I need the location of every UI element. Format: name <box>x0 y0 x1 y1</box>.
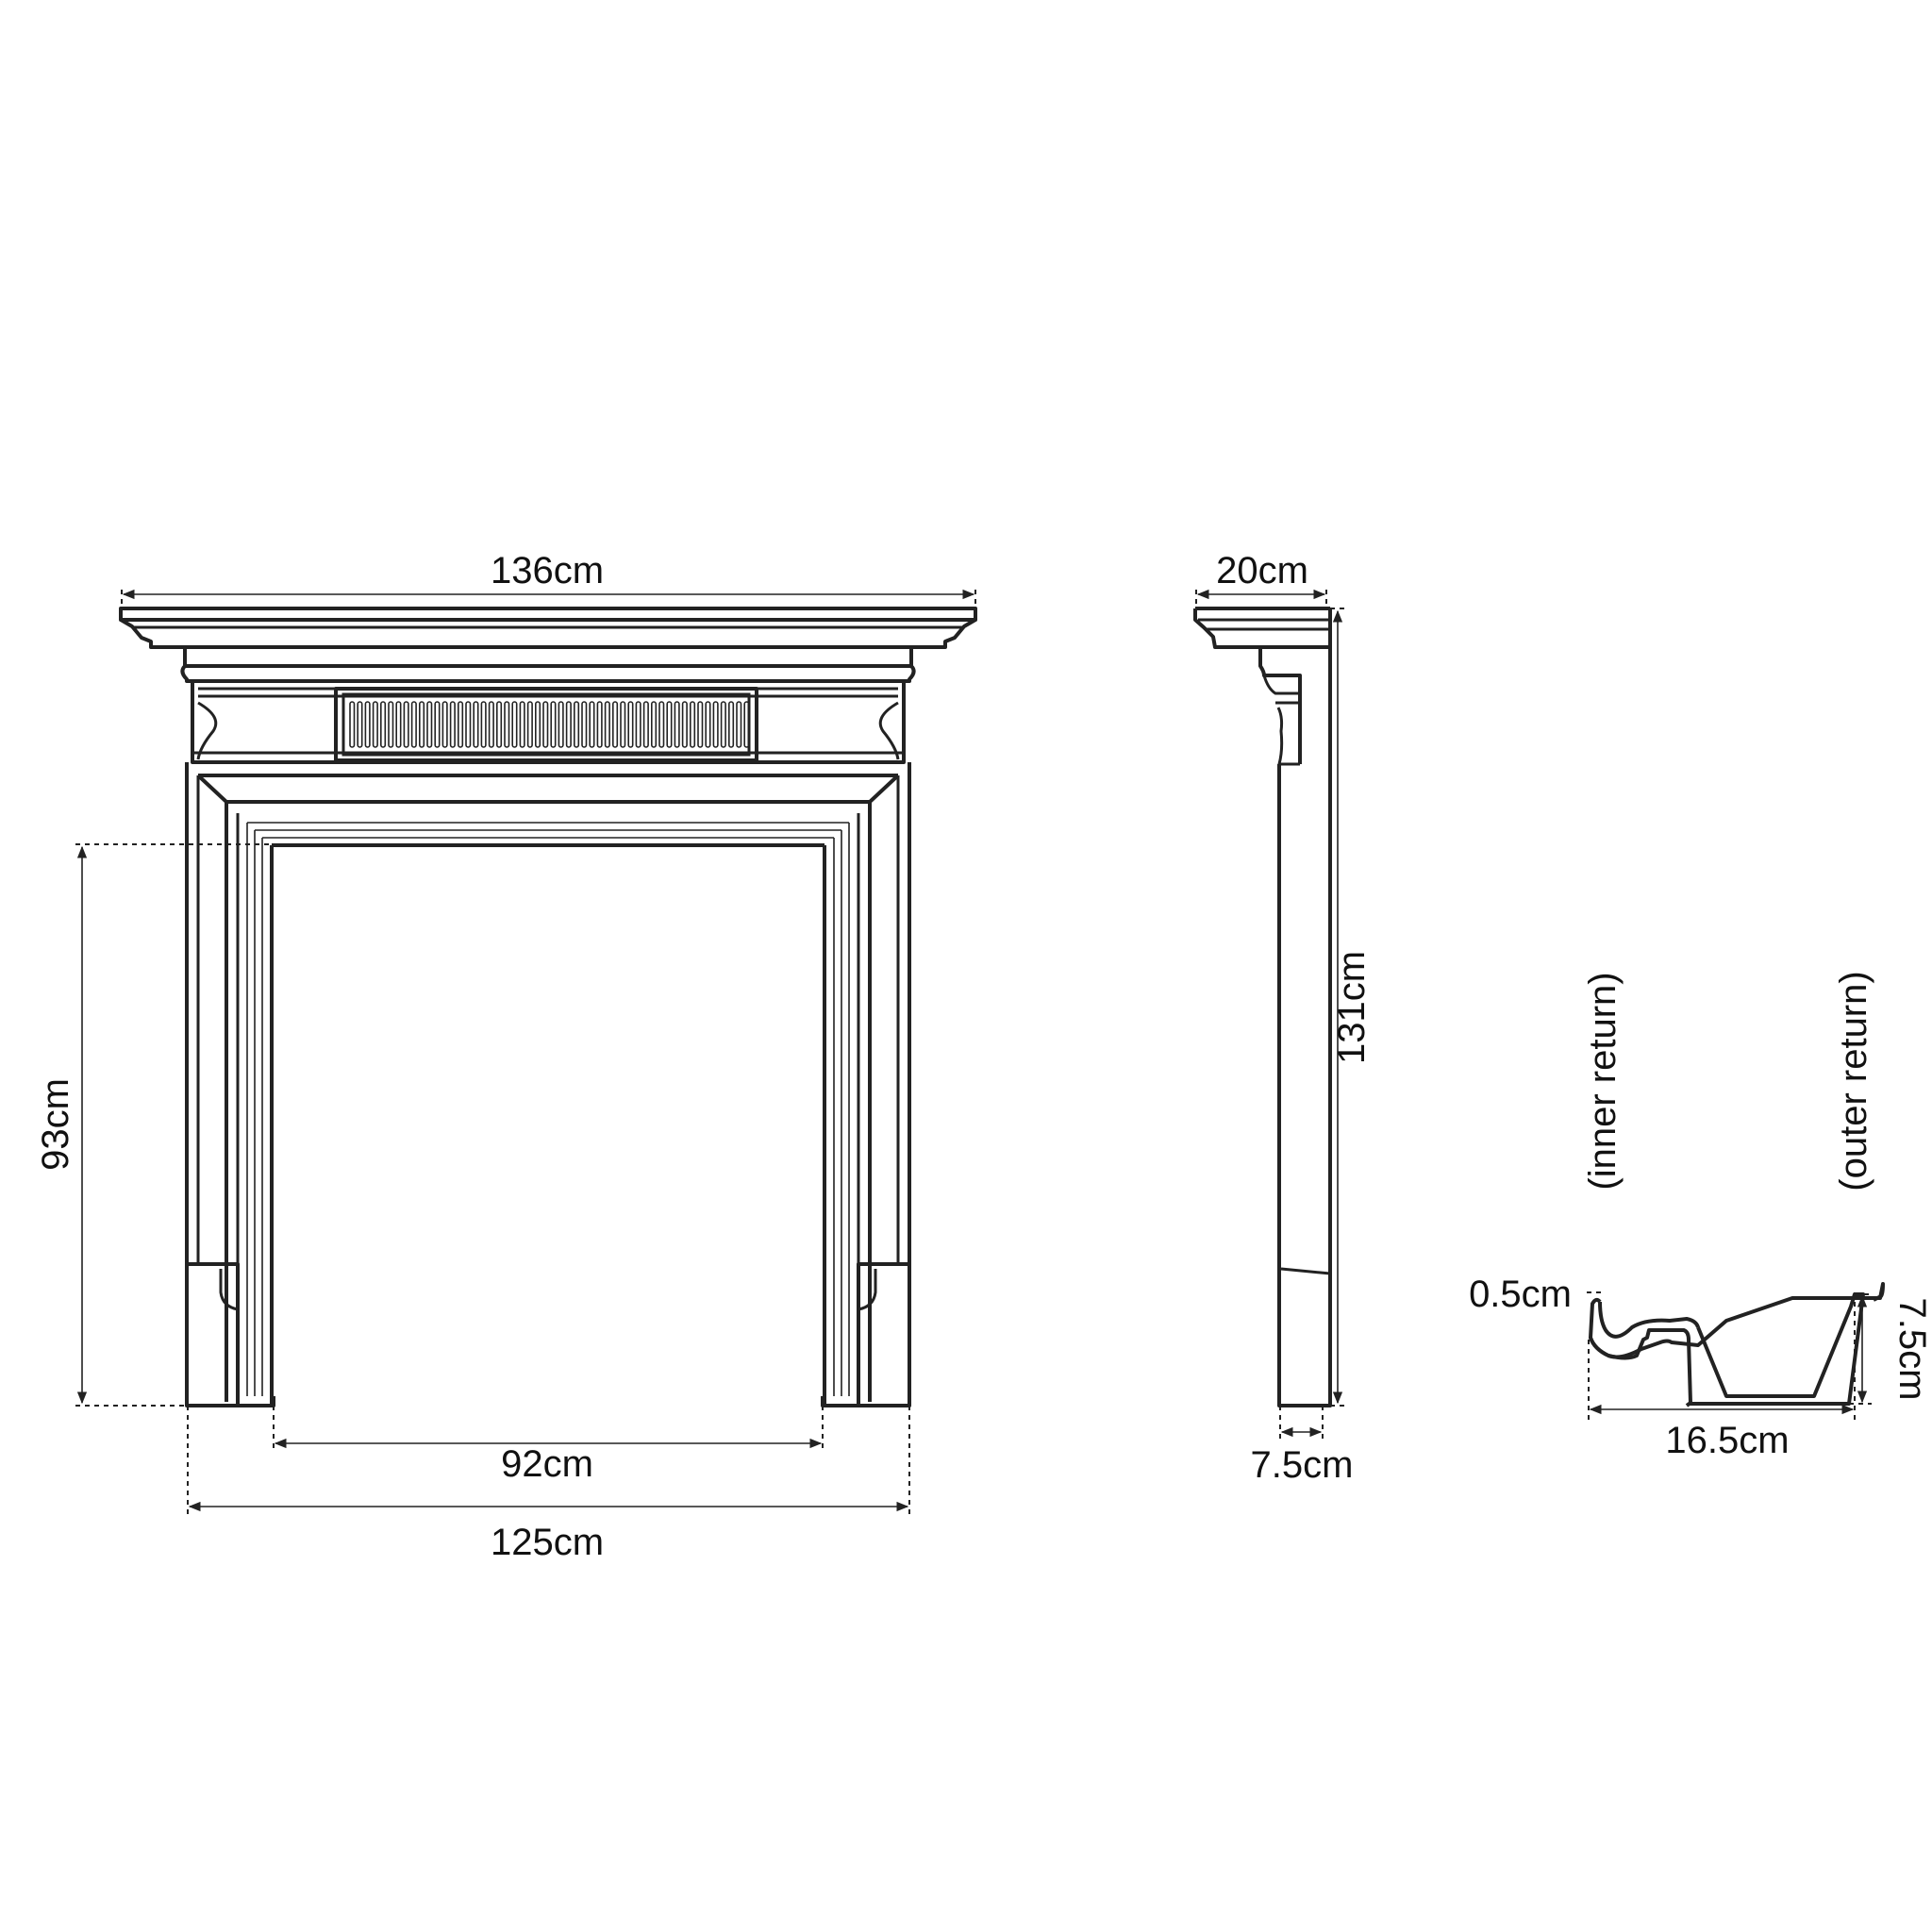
dimension-93cm: 93cm <box>35 843 272 1407</box>
label-profile-depth: 7.5cm <box>1891 1298 1932 1401</box>
label-profile-width: 16.5cm <box>1665 1420 1789 1461</box>
label-outer-return: (outer return) <box>1833 971 1874 1191</box>
dimension-7-5cm-leg: 7.5cm <box>1251 1406 1354 1486</box>
label-opening-width: 92cm <box>501 1443 593 1485</box>
dimension-7-5cm-profile: 7.5cm <box>1849 1293 1932 1405</box>
dimension-20cm: 20cm <box>1195 550 1327 608</box>
side-view <box>1193 607 1332 1407</box>
dimension-92cm: 92cm <box>273 1406 824 1485</box>
label-overall-height: 131cm <box>1331 951 1373 1064</box>
frieze <box>191 679 906 764</box>
dimension-16-5cm: 16.5cm <box>1588 1292 1856 1461</box>
label-leg-depth: 7.5cm <box>1251 1444 1354 1486</box>
dimension-131cm: 131cm <box>1330 608 1373 1407</box>
dimension-136cm: 136cm <box>121 550 976 608</box>
label-inner-return: (inner return) <box>1582 972 1624 1190</box>
surround-legs <box>185 762 911 1407</box>
label-opening-height: 93cm <box>35 1078 76 1171</box>
dimension-0-5cm: 0.5cm <box>1469 1274 1604 1315</box>
label-base-width: 125cm <box>491 1522 604 1563</box>
dimension-125cm: 125cm <box>187 1406 910 1563</box>
label-shelf-depth: 20cm <box>1216 550 1308 591</box>
fluted-panel <box>349 701 750 748</box>
profile-section: (inner return) (outer return) <box>1582 971 1885 1407</box>
front-view <box>119 607 977 1407</box>
label-lip: 0.5cm <box>1469 1274 1572 1315</box>
mantel-shelf <box>119 607 977 683</box>
label-overall-width: 136cm <box>491 550 604 591</box>
